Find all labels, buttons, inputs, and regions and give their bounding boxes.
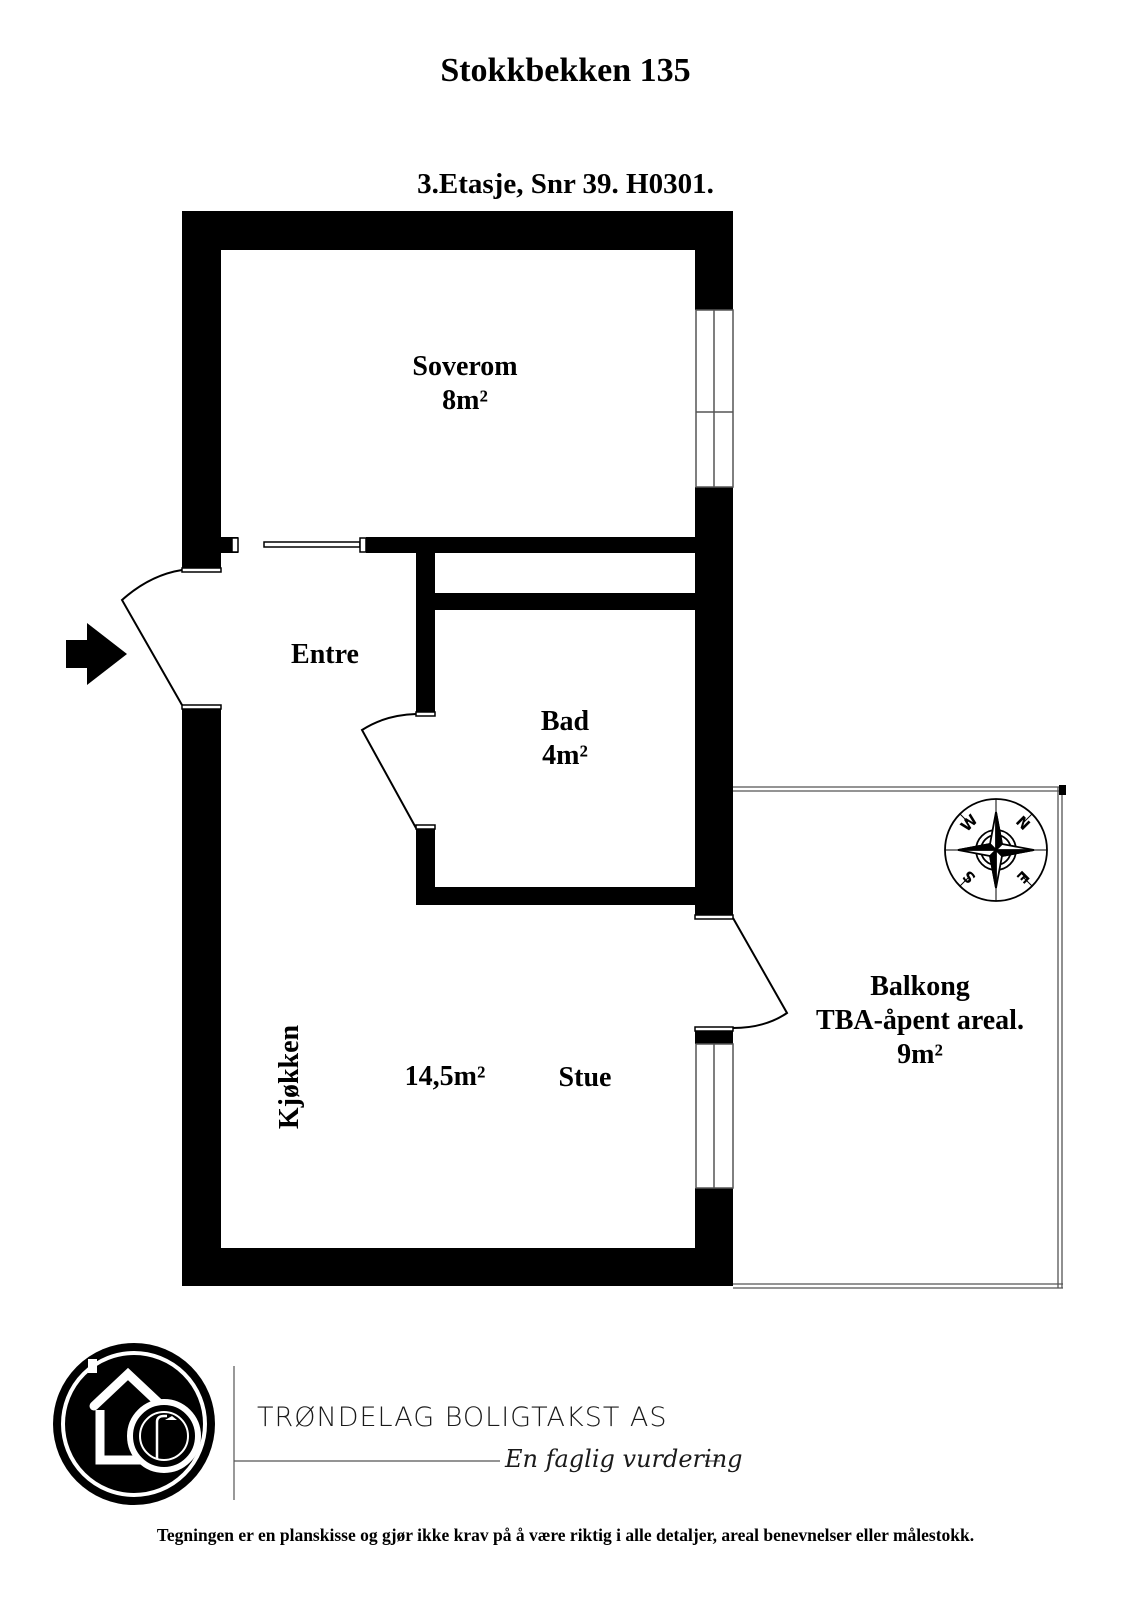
disclaimer: Tegningen er en planskisse og gjør ikke … <box>156 1525 975 1545</box>
wall-left-lower <box>182 706 221 1286</box>
wall-top <box>182 211 733 250</box>
room-stue-area: 14,5m² <box>404 1061 486 1092</box>
room-soverom: Soverom 8m² <box>395 350 535 418</box>
compass-icon: N E S W <box>944 798 1048 902</box>
entry-door-swing <box>120 569 183 706</box>
room-bad: Bad 4m² <box>515 705 615 773</box>
house-shower-logo-icon <box>53 1343 215 1505</box>
page-subtitle: 3.Etasje, Snr 39. H0301. <box>417 168 714 200</box>
wall-left-upper <box>182 211 221 571</box>
wall-right-3 <box>695 1030 733 1044</box>
room-area: 8m² <box>442 385 488 416</box>
page-title: Stokkbekken 135 <box>440 52 691 89</box>
room-name: Kjøkken <box>274 1024 305 1130</box>
company-tagline: En faglig vurdering <box>505 1445 743 1473</box>
company-name: TRØNDELAG BOLIGTAKST AS <box>257 1402 668 1433</box>
entrance-arrow-icon <box>66 623 127 685</box>
room-balkong: Balkong TBA-åpent areal. 9m² <box>795 970 1045 1072</box>
room-name: Soverom <box>412 351 518 382</box>
svg-text:E: E <box>1013 867 1033 887</box>
bath-door-swing <box>360 713 417 829</box>
wall-bottom <box>182 1248 733 1286</box>
room-area: 9m² <box>897 1039 943 1070</box>
wall-right-1 <box>695 211 733 310</box>
room-name: Bad <box>540 706 590 737</box>
room-kjokken: Kjøkken <box>273 1012 307 1142</box>
wall-right-2 <box>695 487 733 918</box>
room-name: Entre <box>291 639 359 670</box>
balcony-door-swing <box>732 917 789 1029</box>
room-area: 4m² <box>542 740 588 771</box>
wall-right-4 <box>695 1188 733 1286</box>
room-note: TBA-åpent areal. <box>816 1005 1024 1036</box>
room-name: Balkong <box>870 971 970 1002</box>
room-stue: Stue <box>558 1062 612 1093</box>
room-entre: Entre <box>260 638 390 672</box>
